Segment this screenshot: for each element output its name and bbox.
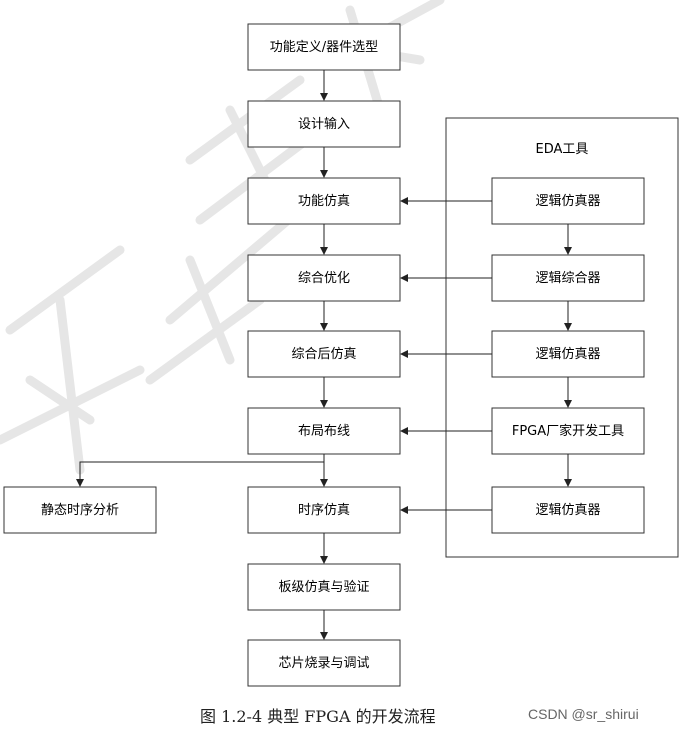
main-box-function-sim: 功能仿真 [247, 177, 401, 225]
main-box-timing-sim: 时序仿真 [247, 486, 401, 534]
main-box-label: 板级仿真与验证 [278, 579, 369, 595]
main-box-label: 布局布线 [298, 424, 350, 439]
main-flow-arrows [76, 70, 328, 640]
main-box-label: 综合后仿真 [291, 347, 356, 362]
main-box-post-synth-sim: 综合后仿真 [247, 330, 401, 378]
side-box-static-timing: 静态时序分析 [3, 486, 157, 534]
eda-tool-logic-synth: 逻辑综合器 [491, 254, 645, 302]
eda-panel-title: EDA工具 [536, 142, 589, 157]
main-box-board-sim: 板级仿真与验证 [247, 563, 401, 611]
main-box-design-input: 设计输入 [247, 100, 401, 148]
eda-panel [445, 117, 679, 558]
eda-tool-label: 逻辑仿真器 [535, 503, 600, 518]
main-box-label: 芯片烧录与调试 [278, 656, 369, 671]
main-box-label: 时序仿真 [298, 503, 350, 518]
source-credit: CSDN @sr_shirui [528, 706, 639, 722]
eda-tool-logic-sim-1: 逻辑仿真器 [491, 177, 645, 225]
eda-tool-label: 逻辑综合器 [535, 271, 600, 286]
eda-tool-label: 逻辑仿真器 [535, 194, 600, 209]
eda-tool-label: FPGA厂家开发工具 [512, 423, 624, 439]
side-box-label: 静态时序分析 [41, 503, 119, 518]
main-box-label: 功能定义/器件选型 [270, 40, 378, 55]
main-box-chip-program: 芯片烧录与调试 [247, 639, 401, 687]
main-box-place-route: 布局布线 [247, 407, 401, 455]
figure-caption: 图 1.2-4 典型 FPGA 的开发流程 [200, 707, 436, 726]
eda-tool-logic-sim-3: 逻辑仿真器 [491, 486, 645, 534]
eda-tool-fpga-vendor: FPGA厂家开发工具 [491, 407, 645, 455]
tool-link-arrows [400, 197, 492, 514]
eda-tool-logic-sim-2: 逻辑仿真器 [491, 330, 645, 378]
eda-tool-label: 逻辑仿真器 [535, 347, 600, 362]
main-box-label: 功能仿真 [298, 194, 350, 209]
main-box-synthesis: 综合优化 [247, 254, 401, 302]
main-box-define: 功能定义/器件选型 [247, 23, 401, 71]
main-box-label: 设计输入 [298, 116, 350, 132]
main-box-label: 综合优化 [298, 271, 350, 286]
